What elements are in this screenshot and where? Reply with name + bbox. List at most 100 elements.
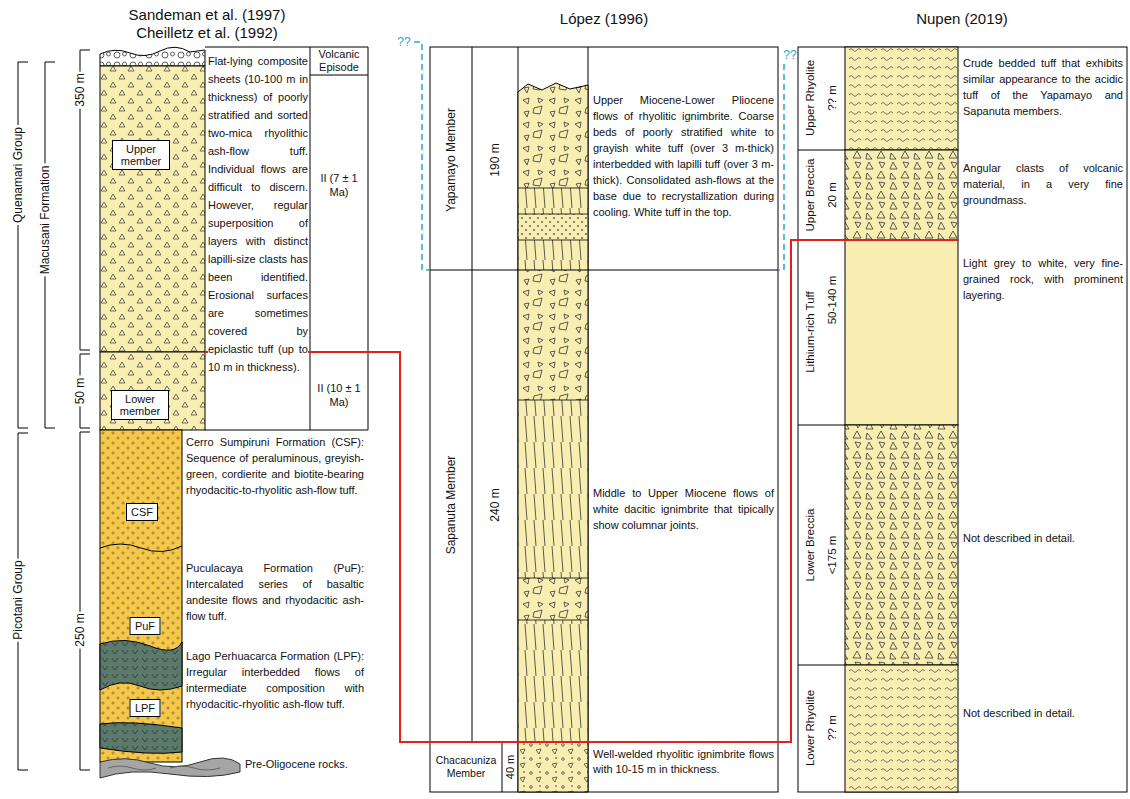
- ignimbrite-layer: [518, 188, 588, 214]
- unit-name: Lithium-rich Tuff: [804, 289, 816, 375]
- unit-description: Pre-Oligocene rocks.: [245, 757, 348, 771]
- column-heading: Volcanic Episode: [319, 48, 360, 73]
- ignimbrite-layer: [518, 578, 588, 620]
- column-outline: [518, 83, 588, 792]
- thickness-label: 50 m: [73, 376, 87, 407]
- ignimbrite-layer: [518, 240, 588, 270]
- member-name: Chacacuniza Member: [436, 754, 497, 779]
- unit-description: Middle to Upper Miocene flows of white d…: [593, 485, 774, 533]
- member-name: Yapamayo Member: [444, 106, 458, 214]
- thickness-label: 240 m: [488, 486, 502, 523]
- group-name: Picotani Group: [11, 558, 25, 641]
- unit-description: Not described in detail.: [963, 530, 1123, 546]
- unit-label-box: CSF: [126, 503, 158, 521]
- basement-rocks: [100, 758, 240, 778]
- unit-code: CSF: [131, 506, 153, 518]
- thickness-label: ?? m: [826, 83, 838, 113]
- thickness-label: ?? m: [825, 713, 839, 743]
- thickness-label: 40 m: [503, 755, 517, 779]
- source-heading: López (1996): [560, 9, 648, 28]
- uncertain-mark: ??: [783, 48, 796, 62]
- unit-name: Upper Breccia: [804, 157, 816, 234]
- tuff-layer: [100, 66, 205, 352]
- thickness-label: 20 m: [825, 180, 839, 210]
- ignimbrite-layer: [518, 742, 588, 792]
- unit-description: Well-welded rhyolitic ignimbrite flows w…: [593, 748, 774, 775]
- thickness-label: 50-140 m: [826, 274, 838, 327]
- thickness-label: 50 m: [73, 376, 88, 407]
- formation-name: Macusani Formation: [38, 164, 53, 277]
- unit-description: Pre-Oligocene rocks.: [245, 758, 348, 770]
- middle-column: [518, 80, 588, 792]
- thickness-label: 250 m: [73, 611, 87, 648]
- unit-code: PuF: [135, 620, 155, 632]
- unit-description: Lago Perhuacarca Formation (LPF): Irregu…: [186, 648, 364, 712]
- unit-code: LPF: [135, 702, 155, 714]
- uncertain-mark: ??: [397, 35, 410, 50]
- unit-name: Lower Breccia: [804, 507, 816, 584]
- source-heading: Nupen (2019): [916, 10, 1008, 27]
- unit-description: Lago Perhuacarca Formation (LPF): Irregu…: [186, 650, 364, 710]
- unit-label-box: LPF: [130, 699, 161, 717]
- uncertain-mark: ??: [397, 35, 410, 49]
- unit-label-box: PuF: [130, 617, 161, 635]
- thickness-label: 190 m: [488, 141, 503, 178]
- unit-description: Light grey to white, very fine-grained r…: [963, 255, 1123, 303]
- unit-description: Crude bedded tuff that exhibits similar …: [963, 57, 1123, 117]
- unit-description: Puculacaya Formation (PuF): Intercalated…: [186, 560, 364, 624]
- unit-name: Upper Breccia: [803, 157, 817, 234]
- ignimbrite-layer: [518, 214, 588, 240]
- uncertain-correlation: [778, 64, 784, 270]
- unit-description: Angular clasts of volcanic material, in …: [963, 160, 1123, 208]
- episode-label: II (10 ± 1 Ma): [314, 381, 364, 409]
- breccia-layer: [845, 150, 958, 240]
- thickness-bracket: [80, 432, 90, 770]
- formation-contact: [100, 544, 182, 552]
- thickness-label: 50-140 m: [825, 274, 839, 327]
- thickness-label: 20 m: [826, 180, 838, 210]
- thickness-label: 240 m: [488, 486, 503, 523]
- column-heading: Volcanic Episode: [311, 48, 367, 74]
- source-heading: López (1996): [560, 10, 648, 27]
- breccia-layer: [845, 425, 958, 665]
- unit-description: Cerro Sumpiruni Formation (CSF): Sequenc…: [186, 434, 364, 498]
- rhyolite-layer: [845, 47, 958, 150]
- ignimbrite-layer: [518, 270, 588, 400]
- column-rule: [472, 47, 588, 792]
- panel-frame: [430, 47, 778, 792]
- source-heading: Cheilletz et al. (1992): [136, 23, 278, 42]
- bed-contact: [518, 188, 588, 620]
- unit-description: Flat-lying composite sheets (10-100 m in…: [208, 52, 308, 376]
- source-heading: Nupen (2019): [916, 9, 1008, 28]
- unit-description: Upper Miocene-Lower Pliocene flows of rh…: [593, 94, 774, 218]
- unit-description: Well-welded rhyolitic ignimbrite flows w…: [593, 747, 774, 777]
- episode-label: II (10 ± 1 Ma): [317, 382, 360, 408]
- picotani-layer: [100, 430, 182, 762]
- unit-description: Upper Miocene-Lower Pliocene flows of rh…: [593, 92, 774, 220]
- member-name: Chacacuniza Member: [434, 754, 498, 780]
- unit-name: Upper Rhyolite: [803, 58, 817, 138]
- ignimbrite-layer: [518, 620, 588, 742]
- group-name: Quenamari Group: [11, 125, 25, 225]
- conglomerate-cap: [100, 47, 205, 66]
- thickness-label: 250 m: [73, 611, 88, 648]
- uncertain-mark: ??: [783, 48, 796, 63]
- source-heading: Cheilletz et al. (1992): [136, 24, 278, 41]
- unit-label-box: Lower member: [111, 390, 169, 420]
- thickness-label: <175 m: [825, 534, 839, 577]
- description-frame: [205, 47, 368, 430]
- unit-description: Angular clasts of volcanic material, in …: [963, 162, 1123, 206]
- unit-description: Not described in detail.: [963, 707, 1075, 719]
- andesite-band: [100, 723, 182, 754]
- unit-code: Lower member: [116, 393, 164, 417]
- thickness-label: 350 m: [73, 71, 88, 108]
- member-contact: [430, 270, 778, 271]
- unit-name: Lower Rhyolite: [803, 688, 817, 768]
- unit-contact: [798, 150, 845, 665]
- episode-label: II (7 ± 1 Ma): [314, 171, 364, 199]
- tuff-layer: [100, 352, 205, 430]
- unit-name: Lower Rhyolite: [804, 688, 816, 768]
